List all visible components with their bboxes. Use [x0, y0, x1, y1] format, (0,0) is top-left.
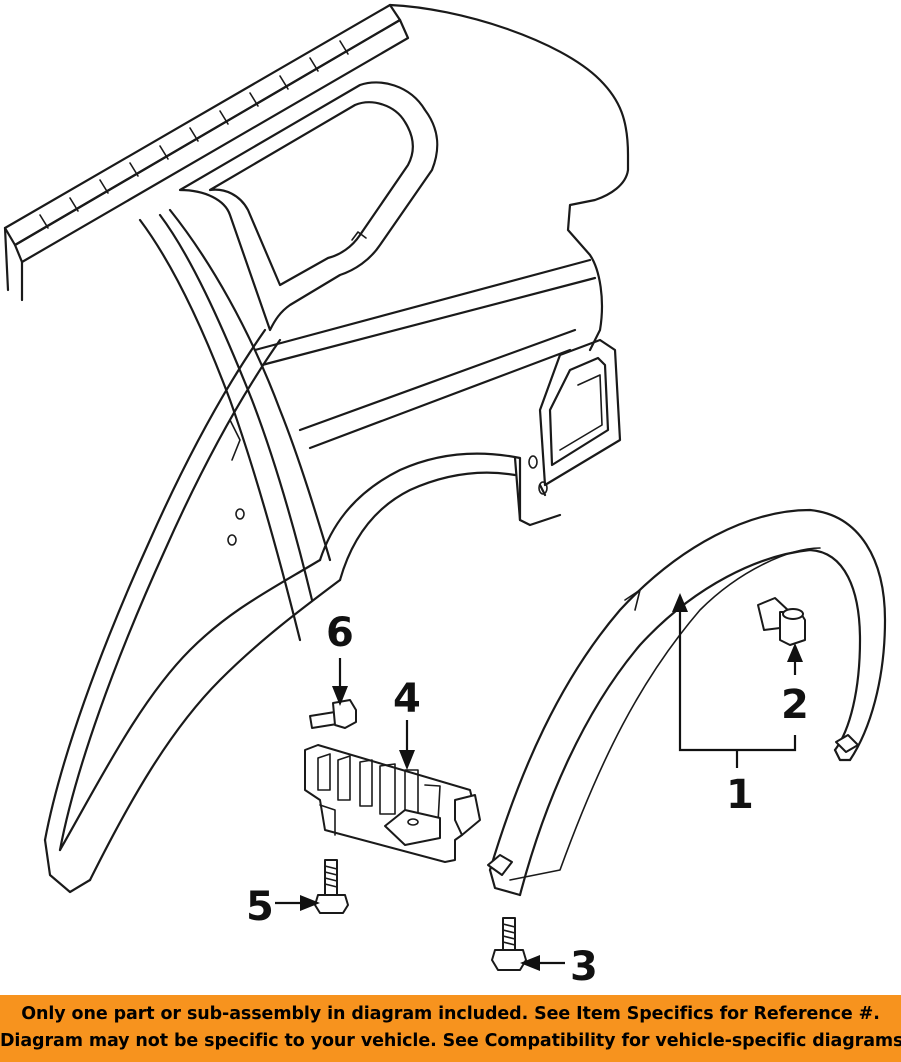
callout-3: 3: [570, 944, 598, 990]
disclaimer-line-2: Diagram may not be specific to your vehi…: [0, 1031, 901, 1051]
bolt-part-5: [314, 859, 349, 914]
wheel-opening-moulding: [487, 508, 887, 897]
callout-1: 1: [726, 772, 754, 818]
disclaimer-banner: Only one part or sub-assembly in diagram…: [0, 995, 901, 1062]
callout-4: 4: [393, 676, 421, 722]
screw-part-3: [491, 917, 527, 971]
callout-6: 6: [326, 610, 354, 656]
pushpin-part-6: [309, 699, 357, 729]
quarter-panel-drawing: [3, 3, 630, 894]
clip-part: [757, 597, 806, 646]
parts-diagram: 1 2 3 4 5 6: [3, 3, 887, 990]
callout-5: 5: [246, 884, 274, 930]
disclaimer-line-1: Only one part or sub-assembly in diagram…: [21, 1004, 880, 1024]
bracket-part: [304, 744, 481, 863]
callout-leaders: [275, 593, 803, 971]
callout-2: 2: [781, 682, 809, 728]
